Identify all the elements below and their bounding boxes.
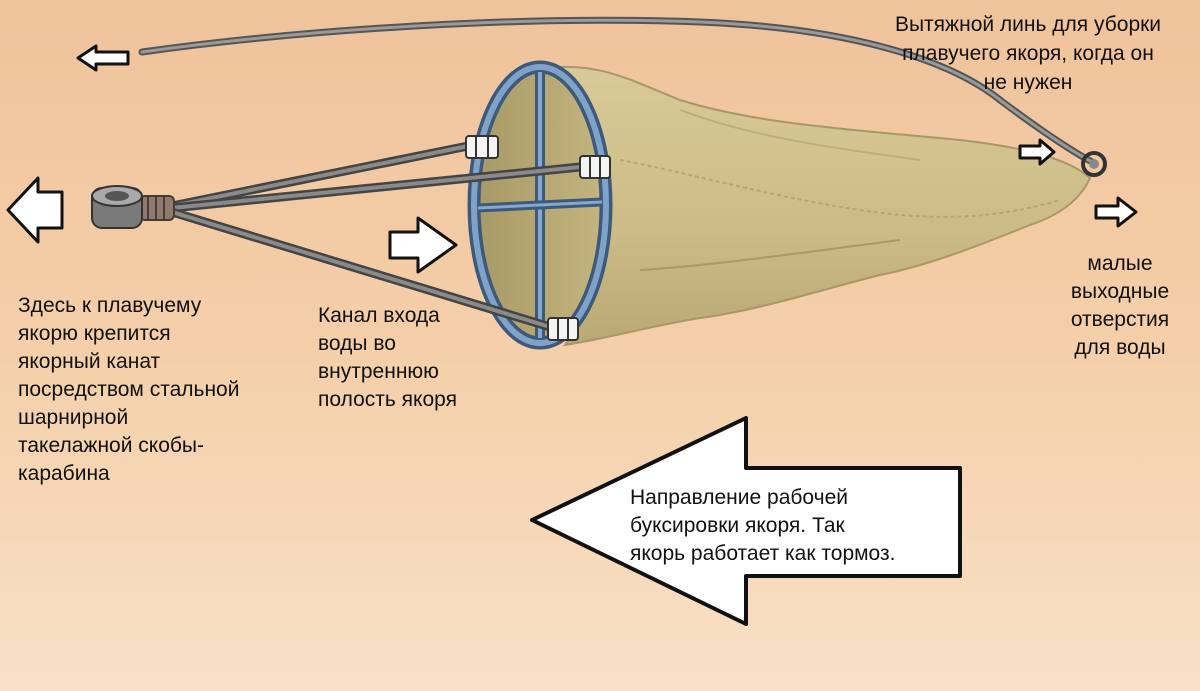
tow-direction-label: Направление рабочей буксировки якоря. Та… <box>630 486 896 565</box>
swivel-ring <box>91 185 143 229</box>
outlet-arrow-icon <box>1094 196 1138 228</box>
shackle-wrap <box>139 195 175 221</box>
trip-line-label: Вытяжной линь для уборки плавучего якоря… <box>894 13 1162 94</box>
water-outlets-label: малые выходные отверстия для воды <box>1070 252 1170 359</box>
trip-ring-arrow-icon <box>1018 138 1056 166</box>
tow-direction-arrow-icon <box>530 416 962 626</box>
water-inlet-label: Канал входа воды во внутреннюю полость я… <box>318 304 457 411</box>
trip-line-arrow-icon <box>76 44 130 72</box>
water-inlet-arrow-icon <box>388 216 458 274</box>
anchor-pull-arrow-icon <box>6 176 64 244</box>
bridle-lines <box>170 139 591 335</box>
anchor-attachment-label: Здесь к плавучему якорю крепится якорный… <box>18 294 240 485</box>
hoop-clamps <box>465 135 611 341</box>
tail-ring <box>1081 151 1107 177</box>
